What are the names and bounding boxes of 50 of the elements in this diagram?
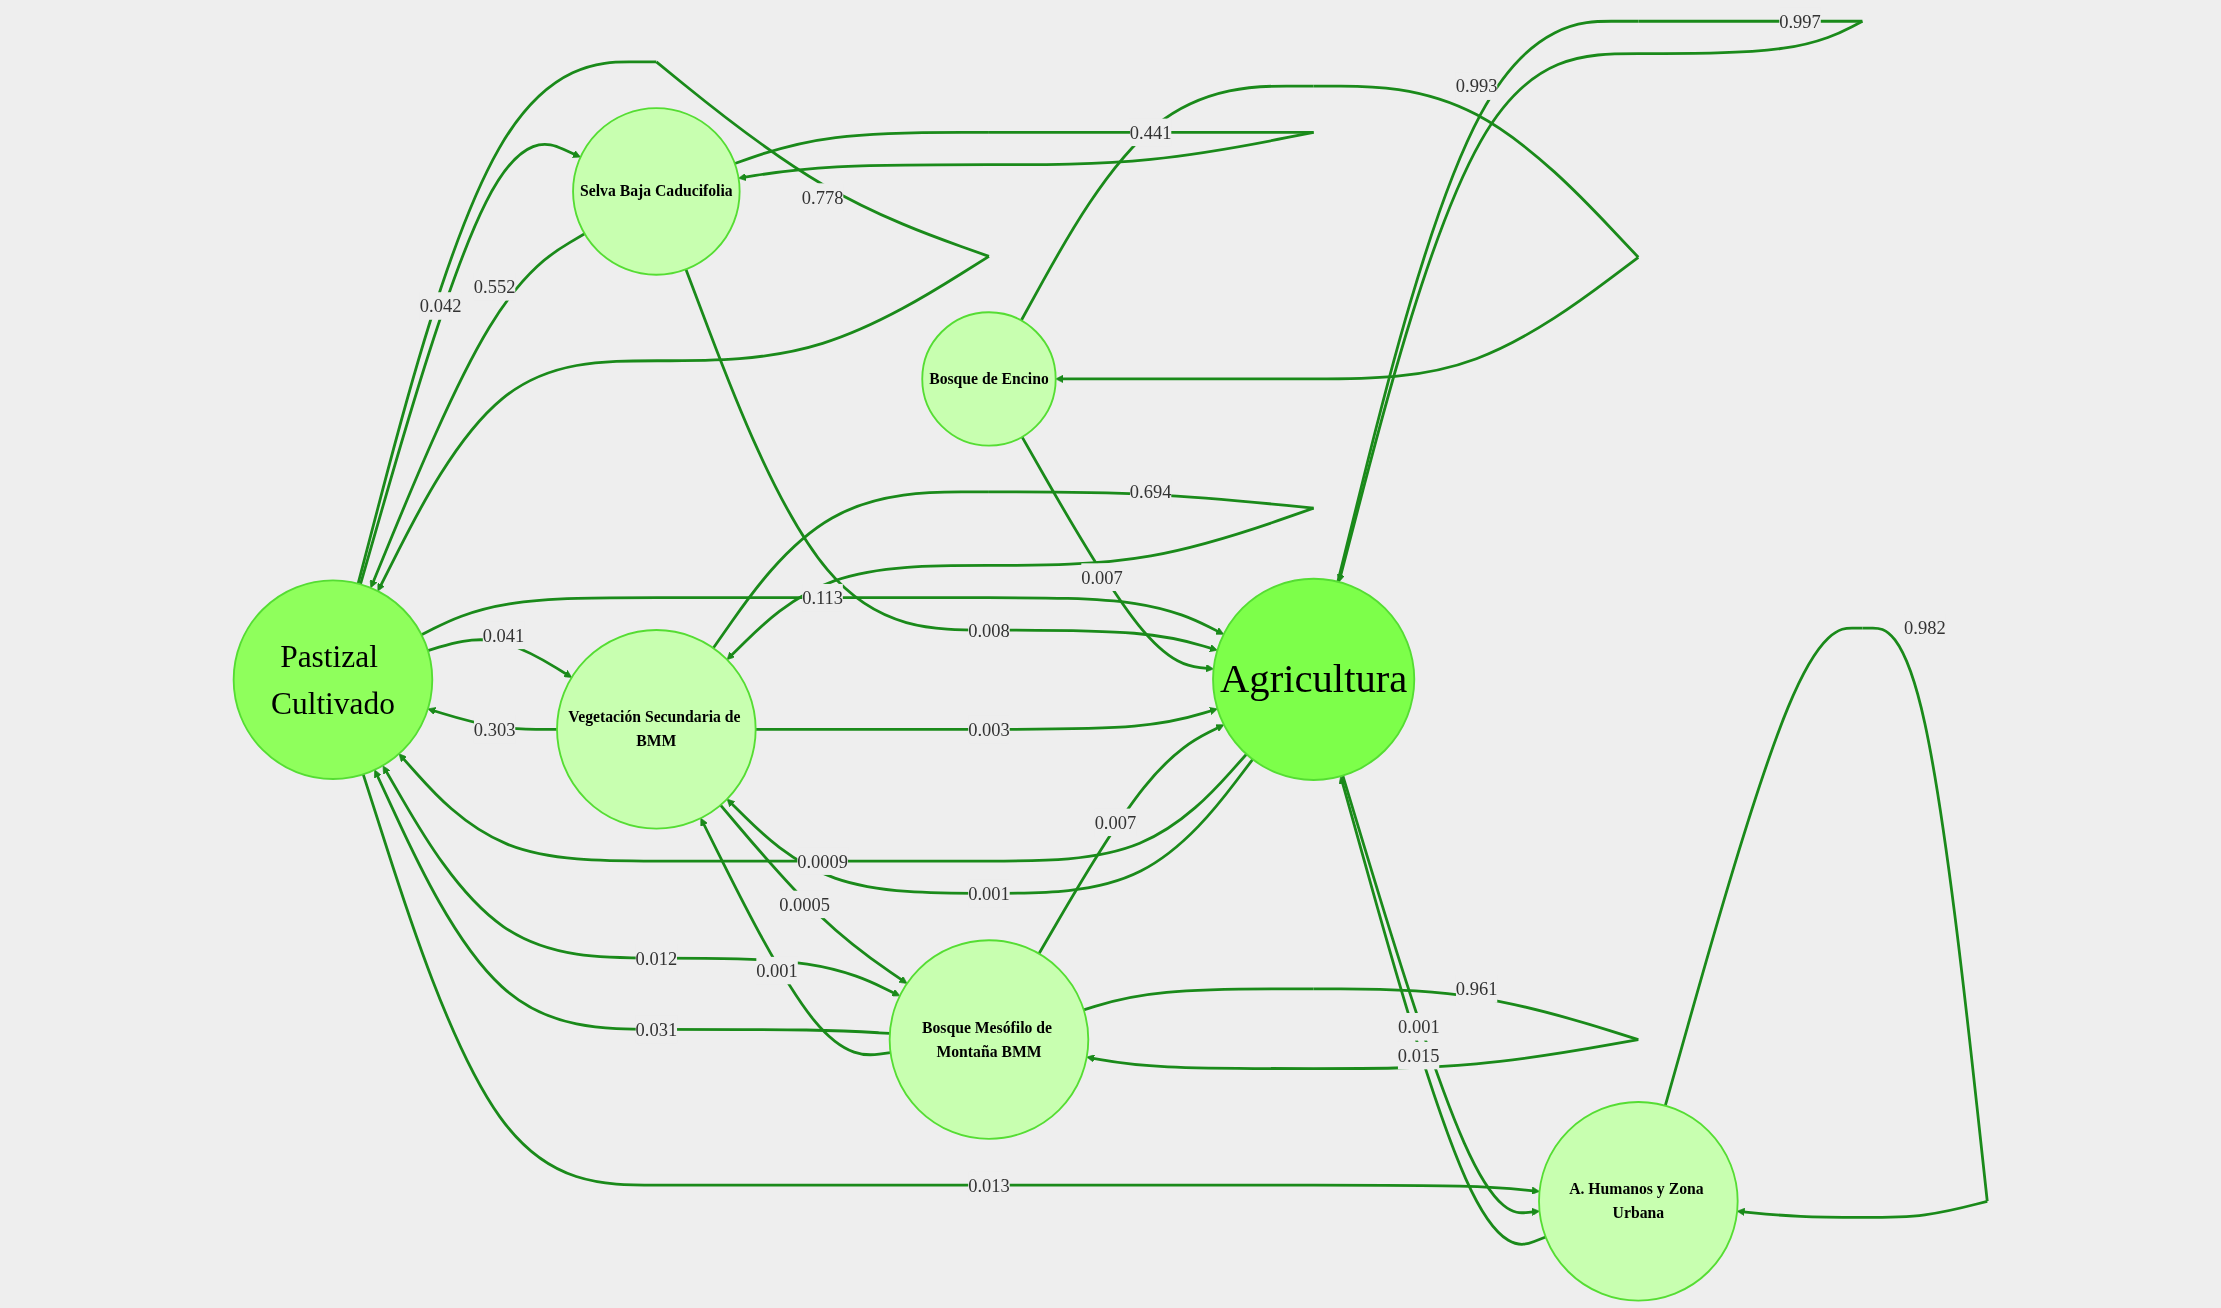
- edge-label: 0.441: [1129, 122, 1172, 143]
- arrow: [382, 765, 901, 997]
- edge-label: 0.001: [756, 960, 798, 981]
- arrow: [700, 817, 891, 1057]
- arrow: [726, 758, 1254, 895]
- edge-label: 0.041: [482, 625, 525, 646]
- arrow: [1663, 626, 1989, 1219]
- arrow: [420, 596, 1225, 636]
- arrow: [1037, 724, 1225, 955]
- edge-label: 0.552: [473, 276, 516, 297]
- arrow: [369, 232, 586, 589]
- edge-label: 0.993: [1455, 75, 1498, 97]
- edge-label: 0.001: [968, 883, 1010, 904]
- edge-label: 0.013: [968, 1174, 1010, 1196]
- node-circle: Vegetación Secundaria de BMM: [556, 629, 757, 830]
- node-circle: Pastizal Cultivado: [232, 579, 434, 780]
- edge-label: 0.113: [802, 587, 844, 608]
- arrow: [356, 60, 990, 592]
- edge-label: 0.303: [473, 719, 516, 740]
- arrow: [359, 143, 581, 585]
- edge-label: 0.694: [1129, 481, 1172, 503]
- edge-label: 0.778: [801, 186, 844, 208]
- arrow: [1083, 987, 1639, 1070]
- arrow: [398, 753, 1248, 863]
- edge-label: 0.997: [1779, 11, 1821, 32]
- arrow: [1020, 436, 1214, 673]
- edge-label: 0.0005: [779, 894, 831, 915]
- node-circle: A. Humanos y Zona Urbana: [1538, 1101, 1739, 1302]
- edge-label: 0.003: [968, 719, 1010, 740]
- edge-label: 0.031: [635, 1019, 678, 1040]
- edge-label: 0.042: [419, 295, 462, 317]
- edge-label: 0.007: [1094, 812, 1137, 833]
- edge-label: 0.961: [1455, 978, 1498, 1000]
- edge-label: 0.012: [635, 947, 678, 969]
- node-circle: Agricultura: [1212, 577, 1416, 781]
- node-circle: Bosque Mesófilo de Montaña BMM: [888, 939, 1090, 1140]
- node-circle: Bosque de Encino: [921, 311, 1057, 447]
- arrow: [374, 769, 890, 1035]
- node-circle: Selva Baja Caducifolia: [572, 107, 741, 276]
- edge-label: 0.007: [1081, 566, 1123, 588]
- arrow: [1020, 84, 1640, 383]
- arrow: [755, 707, 1218, 731]
- edge-label: 0.0009: [797, 850, 849, 872]
- arrow: [719, 804, 908, 984]
- arrow: [361, 773, 1540, 1195]
- edge-label: 0.008: [968, 619, 1010, 641]
- arrow: [684, 268, 1218, 652]
- edge-label: 0.015: [1397, 1045, 1440, 1066]
- edge-label: 0.982: [1904, 617, 1946, 639]
- edge-label: 0.001: [1398, 1016, 1440, 1037]
